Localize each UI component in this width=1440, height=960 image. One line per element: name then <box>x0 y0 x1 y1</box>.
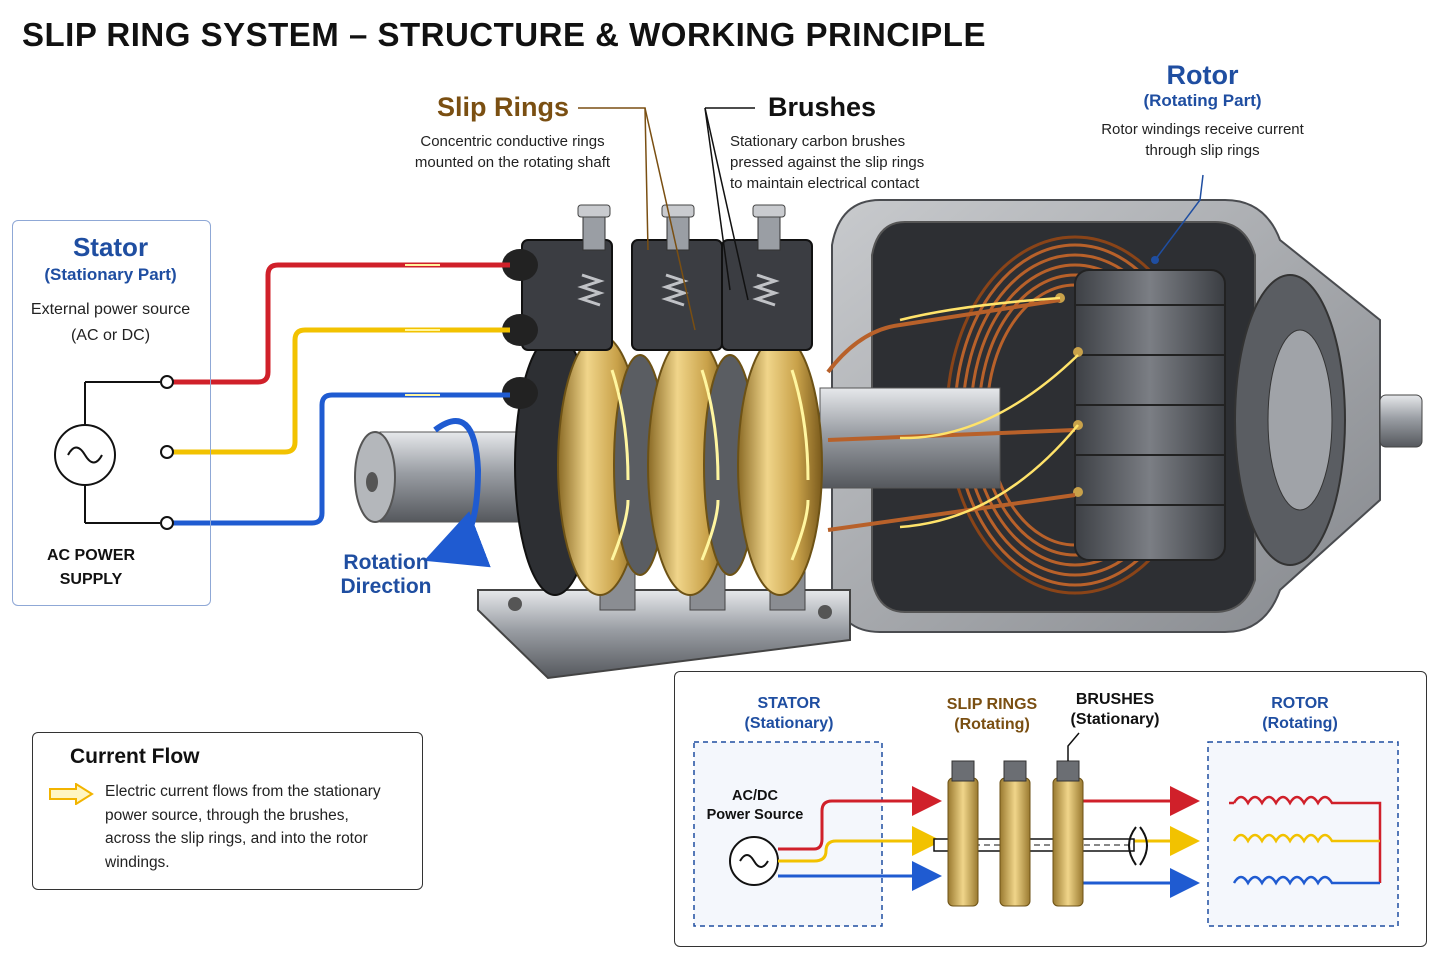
rotation-arrow <box>424 418 491 568</box>
schematic-rotor-title: ROTOR <box>1271 695 1329 712</box>
schematic-diagram <box>693 732 1399 927</box>
rotor-desc-1: Rotor windings receive current <box>1101 121 1304 138</box>
schematic-rotor-sub: (Rotating) <box>1262 715 1338 732</box>
schematic-brush-sub: (Stationary) <box>1070 711 1160 728</box>
rotor-subtitle: (Rotating Part) <box>1143 91 1262 110</box>
schematic-brush-2 <box>1003 760 1027 782</box>
schematic-ring-3 <box>1052 777 1084 907</box>
flow-arrows-wires <box>405 264 440 396</box>
rotation-label-1: Rotation <box>343 551 429 574</box>
schematic-source-1: AC/DC <box>732 788 778 804</box>
slip-rings-title: Slip Rings <box>437 92 570 122</box>
schematic-slip-title: SLIP RINGS <box>946 696 1038 713</box>
callout-leaders <box>578 107 1204 331</box>
schematic-ring-2 <box>999 777 1031 907</box>
brushes-title: Brushes <box>768 92 877 122</box>
flow-arrow-icon <box>49 783 94 805</box>
slip-rings-desc-1: Concentric conductive rings <box>420 133 605 150</box>
slip-rings-desc-2: mounted on the rotating shaft <box>414 154 611 171</box>
stator-subtitle: (Stationary Part) <box>44 265 177 284</box>
brushes-desc-3: to maintain electrical contact <box>730 175 920 192</box>
rotor-title: Rotor <box>1166 60 1239 90</box>
slip-ring-assembly <box>514 334 823 596</box>
flow-arrows-leads <box>899 296 1079 529</box>
page-title: SLIP RING SYSTEM – STRUCTURE & WORKING P… <box>22 16 986 53</box>
schematic-stator-sub: (Stationary) <box>744 715 834 732</box>
brush-holders <box>502 204 813 409</box>
schematic-brush-title: BRUSHES <box>1075 691 1155 708</box>
schematic-brush-1 <box>951 760 975 782</box>
supply-label-1: AC POWER <box>47 547 135 564</box>
stator-circuit <box>54 375 174 530</box>
stator-desc-2: (AC or DC) <box>70 327 151 344</box>
brushes-desc-1: Stationary carbon brushes <box>730 133 906 150</box>
legend-title: Current Flow <box>70 745 200 768</box>
rotor-dashed-box <box>1207 741 1399 927</box>
rotor-desc-2: through slip rings <box>1145 142 1260 159</box>
legend-text-3: across the slip rings, and into the roto… <box>105 830 368 847</box>
stator-panel <box>12 220 211 606</box>
schematic-brush-3 <box>1056 760 1080 782</box>
legend-text-1: Electric current flows from the stationa… <box>105 783 381 800</box>
stator-title: Stator <box>72 232 149 262</box>
rotation-label-2: Direction <box>340 575 432 598</box>
stator-desc-1: External power source <box>30 301 191 318</box>
schematic-slip-sub: (Rotating) <box>954 716 1030 733</box>
supply-label-2: SUPPLY <box>59 571 123 588</box>
current-flow-legend <box>32 732 423 890</box>
supply-wires <box>168 262 510 526</box>
stator-dashed-box <box>693 741 883 927</box>
brushes-desc-2: pressed against the slip rings <box>730 154 925 171</box>
schematic-source-2: Power Source <box>706 807 804 823</box>
rotor-core <box>1055 269 1226 561</box>
schematic-stator-title: STATOR <box>757 695 821 712</box>
rotor-leads <box>826 298 1076 532</box>
legend-text-4: windings. <box>105 853 170 871</box>
legend-text-2: power source, through the brushes, <box>105 806 349 824</box>
schematic-ring-1 <box>947 777 979 907</box>
